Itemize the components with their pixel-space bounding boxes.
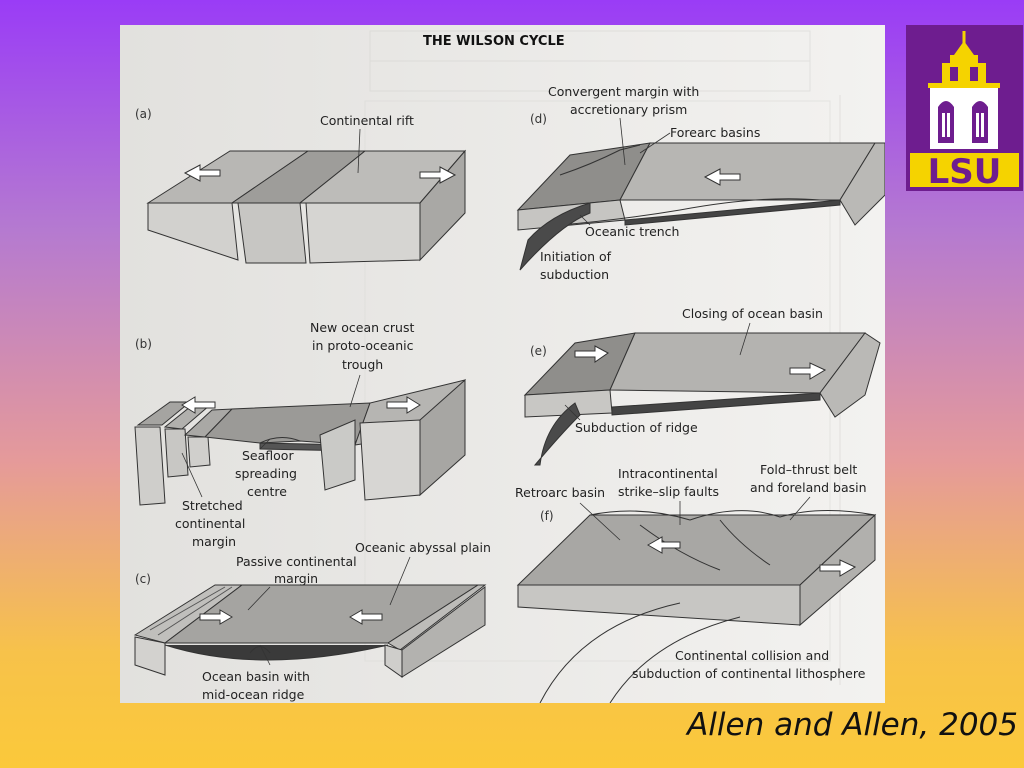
label-strike-slip-faults: strike–slip faults: [618, 484, 719, 499]
panel-a: (a) Continental rift: [135, 107, 467, 264]
label-ocean-basin-with: Ocean basin with: [202, 669, 310, 684]
label-margin: margin: [192, 534, 236, 549]
lsu-logo: LSU: [906, 25, 1023, 192]
label-passive-continental: Passive continental: [236, 554, 357, 569]
label-retroarc-basin: Retroarc basin: [515, 485, 605, 500]
logo-text: LSU: [928, 152, 1002, 191]
label-convergent-margin: Convergent margin with: [548, 84, 699, 99]
label-oceanic-abyssal-plain: Oceanic abyssal plain: [355, 540, 491, 555]
label-subduction-continental-lithosphere: subduction of continental lithosphere: [632, 666, 866, 681]
label-mid-ocean-ridge: mid-ocean ridge: [202, 687, 305, 702]
panel-letter-c: (c): [135, 572, 151, 586]
panel-f: (f) Retroarc basin Intracontinental stri…: [515, 462, 877, 703]
label-oceanic-trench: Oceanic trench: [585, 224, 679, 239]
label-intracontinental: Intracontinental: [618, 466, 718, 481]
label-spreading: spreading: [235, 466, 297, 481]
label-new-ocean-crust: New ocean crust: [310, 320, 414, 335]
label-continental: continental: [175, 516, 245, 531]
panel-letter-a: (a): [135, 107, 152, 121]
label-foreland-basin: and foreland basin: [750, 480, 867, 495]
wilson-cycle-figure: THE WILSON CYCLE (a) Continental rift (b…: [120, 25, 885, 703]
label-trough: trough: [342, 357, 383, 372]
panel-c: (c) Passive continental margin Oceanic a…: [133, 540, 491, 702]
panel-d: (d) Convergent margin with accretionary …: [516, 84, 885, 282]
wilson-cycle-diagram: THE WILSON CYCLE (a) Continental rift (b…: [120, 25, 885, 703]
citation-text: Allen and Allen, 2005: [687, 707, 1018, 743]
label-stretched: Stretched: [182, 498, 243, 513]
panel-letter-d: (d): [530, 112, 547, 126]
label-subduction-of-ridge: Subduction of ridge: [575, 420, 698, 435]
label-seafloor: Seafloor: [242, 448, 294, 463]
label-proto-oceanic: in proto-oceanic: [312, 338, 414, 353]
label-initiation-of: Initiation of: [540, 249, 612, 264]
label-accretionary-prism: accretionary prism: [570, 102, 687, 117]
label-closing-of-ocean-basin: Closing of ocean basin: [682, 306, 823, 321]
label-fold-thrust-belt: Fold–thrust belt: [760, 462, 857, 477]
panel-e: (e) Closing of ocean basin Subduction of…: [523, 306, 881, 466]
panel-letter-e: (e): [530, 344, 547, 358]
label-c-margin: margin: [274, 571, 318, 586]
label-centre: centre: [247, 484, 287, 499]
label-continental-rift: Continental rift: [320, 113, 414, 128]
panel-letter-f: (f): [540, 509, 554, 523]
label-continental-collision: Continental collision and: [675, 648, 829, 663]
figure-title: THE WILSON CYCLE: [423, 34, 565, 49]
panel-letter-b: (b): [135, 337, 152, 351]
label-subduction: subduction: [540, 267, 609, 282]
panel-b: (b) New ocean crust in proto-oceanic tro…: [134, 320, 466, 549]
label-forearc-basins: Forearc basins: [670, 125, 760, 140]
lsu-tower-icon: LSU: [906, 25, 1023, 192]
